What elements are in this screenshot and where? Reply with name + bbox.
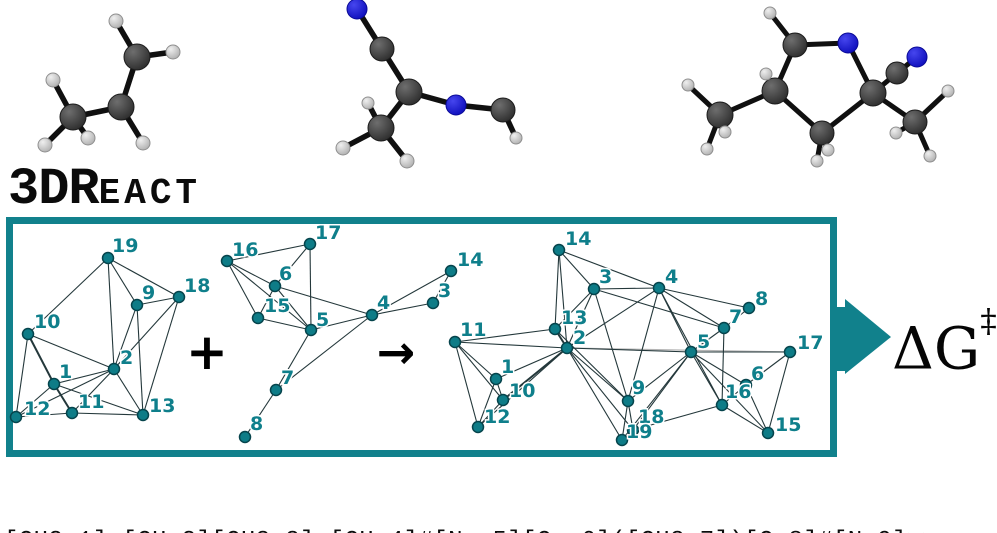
brand-title-small: eact bbox=[98, 173, 202, 214]
atom-H bbox=[361, 96, 375, 110]
bond bbox=[406, 89, 459, 108]
atom-H bbox=[759, 67, 773, 81]
bond bbox=[819, 130, 831, 153]
bond bbox=[767, 10, 798, 48]
atom-C bbox=[367, 114, 395, 142]
atom-H bbox=[399, 153, 415, 169]
smiles-reactants: [CH2:1]=[CH:2][CH3:3].[CH:4]#[N+:5][C-:6… bbox=[4, 529, 940, 533]
atom-N bbox=[445, 94, 467, 116]
bond bbox=[717, 112, 728, 135]
bond bbox=[912, 119, 933, 159]
output-arrow-stub bbox=[837, 307, 845, 371]
bond bbox=[792, 40, 851, 48]
bond bbox=[500, 107, 519, 141]
bond bbox=[763, 71, 778, 94]
atom-H bbox=[700, 142, 714, 156]
atom-H bbox=[37, 137, 53, 153]
bond bbox=[118, 54, 140, 110]
atom-C bbox=[59, 103, 87, 131]
bond bbox=[379, 46, 412, 95]
atom-H bbox=[509, 131, 523, 145]
atom-H bbox=[718, 125, 732, 139]
free-energy-label: ΔG‡ bbox=[892, 301, 997, 377]
atom-H bbox=[45, 72, 61, 88]
brand-title: 3DReact bbox=[8, 164, 202, 216]
bond bbox=[134, 49, 176, 60]
atom-H bbox=[108, 13, 124, 29]
atom-N bbox=[837, 32, 859, 54]
atom-H bbox=[80, 130, 96, 146]
atom-C bbox=[885, 61, 909, 85]
bond bbox=[685, 82, 723, 118]
atom-H bbox=[763, 6, 777, 20]
atom-N bbox=[906, 46, 928, 68]
bond bbox=[365, 100, 384, 131]
bond bbox=[42, 114, 76, 148]
reaction-arrow-operator: → bbox=[376, 325, 416, 379]
atom-C bbox=[490, 97, 516, 123]
atom-H bbox=[821, 143, 835, 157]
atom-C bbox=[706, 101, 734, 129]
atom-C bbox=[123, 43, 151, 71]
atom-H bbox=[681, 78, 695, 92]
plus-operator: + bbox=[186, 323, 228, 381]
bond bbox=[453, 102, 506, 113]
bond bbox=[845, 40, 876, 96]
smiles-caption: [CH2:1]=[CH:2][CH3:3].[CH:4]#[N+:5][C-:6… bbox=[4, 479, 940, 533]
bond bbox=[772, 88, 825, 136]
atom-C bbox=[782, 32, 808, 58]
reaction-graph-panel bbox=[6, 217, 837, 457]
atom-H bbox=[810, 154, 824, 168]
atom-C bbox=[809, 120, 835, 146]
atom-C bbox=[395, 78, 423, 106]
brand-title-large: 3DR bbox=[8, 160, 100, 219]
atom-H bbox=[335, 140, 351, 156]
bond bbox=[894, 54, 920, 76]
bond bbox=[819, 90, 876, 136]
bond bbox=[354, 6, 385, 52]
atom-H bbox=[165, 44, 181, 60]
atom-N bbox=[346, 0, 368, 20]
bond bbox=[772, 42, 798, 94]
bond bbox=[814, 130, 825, 164]
bond bbox=[912, 88, 951, 125]
atom-C bbox=[902, 109, 928, 135]
bond bbox=[70, 104, 124, 120]
atom-C bbox=[761, 77, 789, 105]
output-arrow-head bbox=[845, 299, 891, 374]
atom-C bbox=[369, 36, 395, 62]
bond bbox=[378, 125, 410, 164]
bond bbox=[50, 77, 76, 120]
atom-H bbox=[135, 135, 151, 151]
bond bbox=[70, 114, 91, 141]
bond bbox=[870, 90, 918, 125]
bond bbox=[378, 89, 412, 131]
bond bbox=[870, 70, 900, 96]
double-dagger-superscript: ‡ bbox=[980, 301, 997, 340]
bond bbox=[113, 18, 140, 60]
atom-C bbox=[859, 79, 887, 107]
bond bbox=[704, 112, 723, 152]
bond bbox=[340, 125, 384, 151]
delta-g-text: ΔG bbox=[892, 314, 981, 383]
atom-H bbox=[889, 126, 903, 140]
atom-H bbox=[941, 84, 955, 98]
bond bbox=[118, 104, 146, 146]
bond bbox=[893, 119, 918, 136]
atom-C bbox=[107, 93, 135, 121]
atom-H bbox=[923, 149, 937, 163]
bond bbox=[717, 88, 778, 118]
